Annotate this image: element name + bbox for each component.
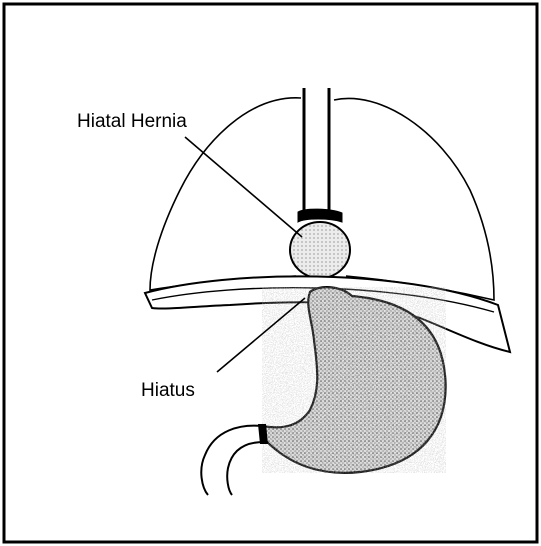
esophagus: [304, 88, 329, 212]
duodenum-inner: [227, 442, 264, 495]
duodenum: [201, 426, 262, 495]
hiatal-hernia-leader: [185, 137, 302, 237]
hiatus-label: Hiatus: [141, 380, 195, 401]
herniated-bulb: [290, 222, 350, 278]
hiatal-hernia-label: Hiatal Hernia: [77, 111, 187, 132]
hernia-band: [298, 209, 342, 222]
right-lung: [334, 98, 494, 300]
